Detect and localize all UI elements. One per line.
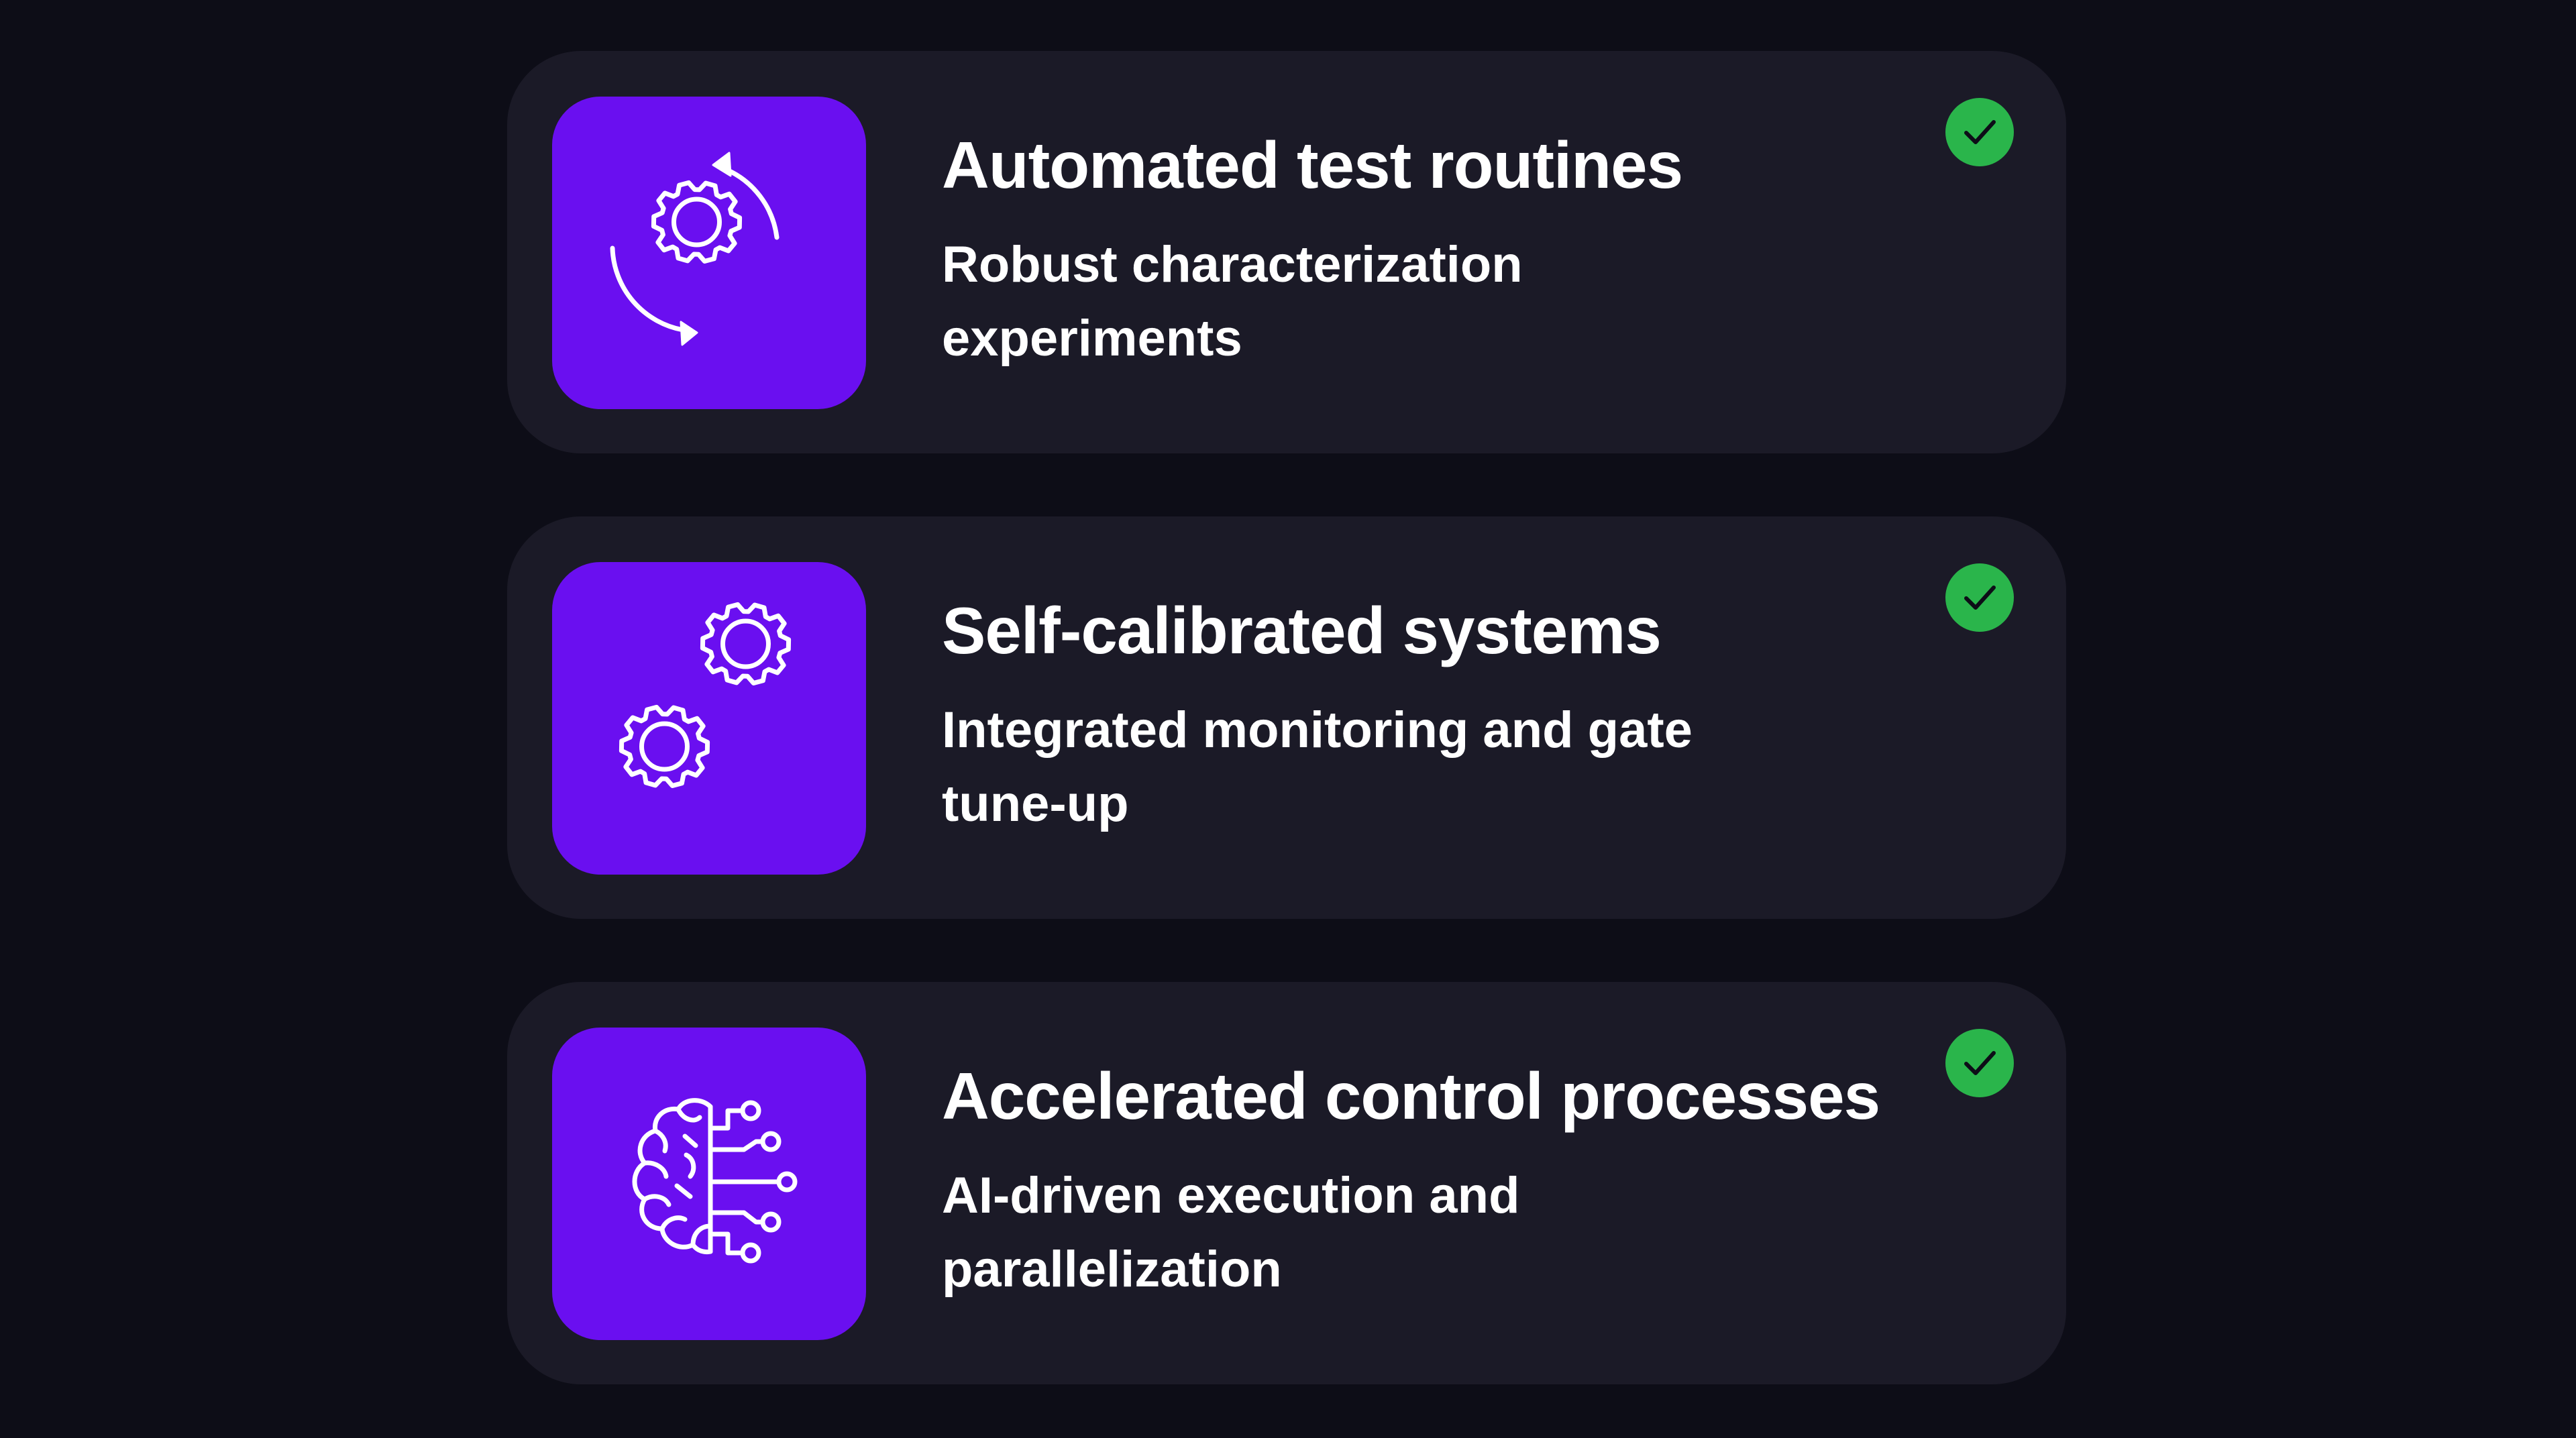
- feature-title: Automated test routines: [942, 128, 1683, 202]
- feature-title: Self-calibrated systems: [942, 594, 1662, 667]
- check-icon: [1945, 98, 2014, 166]
- check-icon: [1945, 1029, 2014, 1097]
- check-icon: [1945, 563, 2014, 632]
- double-gear-icon: [619, 602, 792, 788]
- feature-card-self-calibrated-systems: Self-calibrated systems Integrated monit…: [507, 516, 2066, 919]
- feature-description: Robust characterization experiments: [942, 236, 1523, 367]
- feature-title: Accelerated control processes: [942, 1059, 1880, 1133]
- feature-card-automated-test-routines: Automated test routines Robust character…: [507, 51, 2066, 453]
- feature-icon-tile: [552, 1028, 866, 1340]
- feature-icon-tile: [552, 562, 866, 875]
- feature-text: Self-calibrated systems Integrated monit…: [942, 590, 1948, 841]
- feature-icon-tile: [552, 97, 866, 409]
- feature-card-accelerated-control-processes: Accelerated control processes AI-driven …: [507, 982, 2066, 1384]
- feature-description: Integrated monitoring and gate tune-up: [942, 702, 1693, 832]
- ai-brain-icon: [632, 1098, 798, 1264]
- feature-list: Automated test routines Robust character…: [507, 51, 2066, 1384]
- feature-text: Automated test routines Robust character…: [942, 125, 1948, 376]
- feature-text: Accelerated control processes AI-driven …: [942, 1056, 1948, 1307]
- gear-cycle-icon: [610, 152, 780, 346]
- feature-description: AI-driven execution and parallelization: [942, 1167, 1520, 1298]
